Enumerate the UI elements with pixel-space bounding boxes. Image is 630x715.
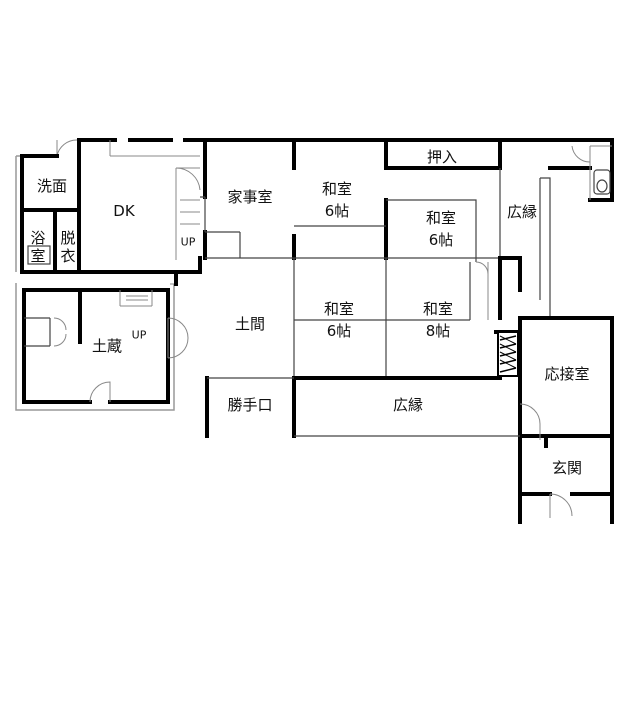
toilet-icon	[593, 169, 611, 195]
room-katteguchi: 勝手口	[227, 396, 272, 414]
room-washitsu-se-1: 和室	[423, 300, 453, 318]
room-datsu-2: 衣	[60, 247, 75, 265]
room-yoku-1: 浴	[30, 229, 45, 247]
interior-thin-upper	[109, 140, 612, 436]
up-label-dk: UP	[181, 236, 196, 249]
up-label-dozou: UP	[132, 329, 147, 342]
room-washitsu-sw-1: 和室	[324, 300, 354, 318]
room-doma: 土間	[235, 315, 265, 333]
room-hiroen-bottom: 広縁	[393, 396, 423, 414]
room-washitsu-ne-1: 和室	[426, 209, 456, 227]
lower-thin	[207, 261, 573, 518]
room-kajishitsu: 家事室	[227, 188, 272, 206]
bathtub-icon	[27, 245, 51, 265]
room-datsu-1: 脱	[60, 229, 75, 247]
room-washitsu-se-2: 8帖	[426, 322, 451, 340]
room-oshiire: 押入	[427, 148, 457, 166]
room-genkan: 玄関	[552, 459, 582, 477]
room-yoku-2: 室	[30, 247, 45, 265]
hatched-box	[497, 331, 519, 377]
exterior-walls	[20, 138, 614, 286]
room-senmen: 洗面	[37, 177, 67, 195]
lower-walls	[205, 256, 614, 524]
room-dk: DK	[113, 202, 136, 220]
room-washitsu-sw-2: 6帖	[327, 322, 352, 340]
dozou-walls	[22, 288, 189, 404]
room-washitsu-ne-2: 6帖	[429, 231, 454, 249]
room-washitsu-nw-1: 和室	[322, 180, 352, 198]
room-washitsu-nw-2: 6帖	[325, 202, 350, 220]
room-ousetsushitsu: 応接室	[544, 365, 589, 383]
room-dozou: 土蔵	[92, 337, 122, 355]
room-hiroen-right: 広縁	[507, 203, 537, 221]
